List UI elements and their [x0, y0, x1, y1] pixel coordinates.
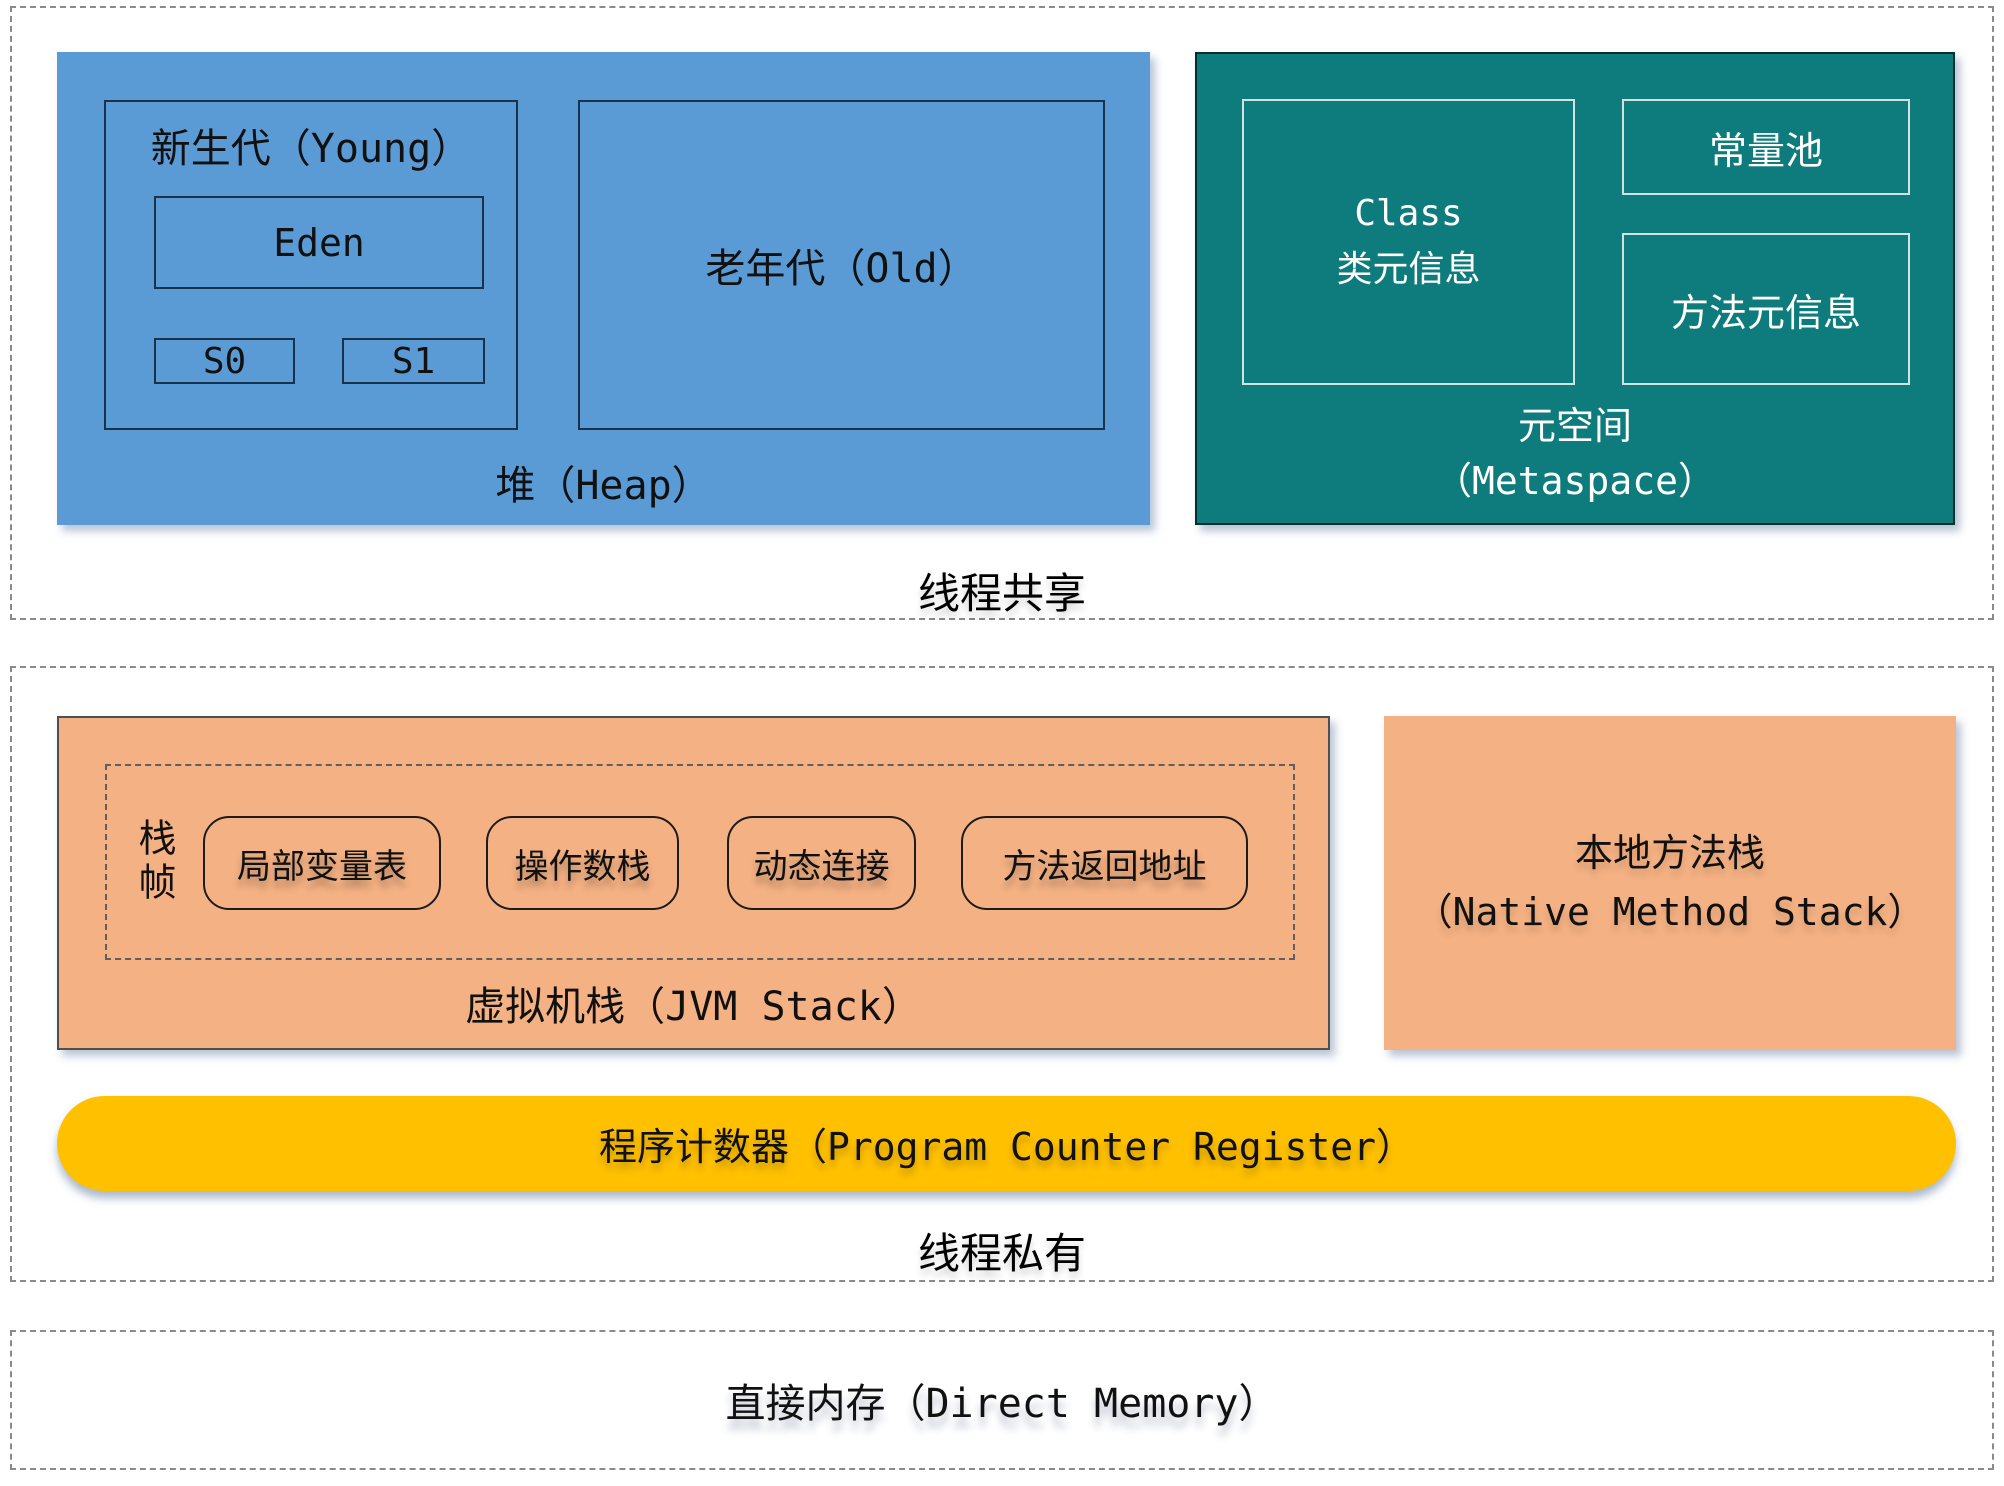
- metaspace-label-line2: （Metaspace）: [1434, 458, 1716, 503]
- native-method-stack-box: 本地方法栈 （Native Method Stack）: [1384, 716, 1956, 1050]
- jvm-stack-box: 栈帧 局部变量表 操作数栈 动态连接 方法返回地址 虚拟机栈（JVM Stack…: [57, 716, 1330, 1050]
- operand-stack-box: 操作数栈: [486, 816, 679, 910]
- heap-box: 新生代（Young） Eden S0 S1 老年代（Old） 堆（Heap）: [57, 52, 1150, 525]
- operand-stack-label: 操作数栈: [514, 846, 651, 887]
- direct-memory-region: 直接内存（Direct Memory）: [10, 1330, 1994, 1470]
- thread-private-label: 线程私有: [917, 1229, 1086, 1278]
- survivor0-box: S0: [154, 338, 295, 384]
- program-counter-label: 程序计数器（Program Counter Register）: [598, 1125, 1415, 1169]
- program-counter-box: 程序计数器（Program Counter Register）: [57, 1096, 1956, 1191]
- old-gen-box: 老年代（Old）: [578, 100, 1105, 430]
- metaspace-box: Class 类元信息 常量池 方法元信息 元空间 （Metaspace）: [1195, 52, 1955, 525]
- local-variable-table-box: 局部变量表: [203, 816, 441, 910]
- survivor1-label: S1: [391, 340, 436, 382]
- survivor1-box: S1: [342, 338, 485, 384]
- return-address-label: 方法返回地址: [1002, 846, 1207, 887]
- stack-frame-label: 栈帧: [132, 818, 176, 906]
- native-method-stack-line2: （Native Method Stack）: [1414, 890, 1926, 934]
- class-meta-info-line2: 类元信息: [1336, 249, 1481, 290]
- direct-memory-label: 直接内存（Direct Memory）: [725, 1381, 1279, 1427]
- metaspace-label: 元空间 （Metaspace）: [1197, 399, 1953, 509]
- local-variable-table-label: 局部变量表: [237, 846, 407, 887]
- eden-label: Eden: [273, 220, 365, 265]
- eden-box: Eden: [154, 196, 484, 289]
- constant-pool-box: 常量池: [1622, 99, 1910, 195]
- heap-label: 堆（Heap）: [495, 463, 712, 509]
- dynamic-linking-label: 动态连接: [753, 846, 890, 887]
- thread-shared-label: 线程共享: [917, 569, 1086, 618]
- constant-pool-label: 常量池: [1708, 128, 1823, 173]
- method-meta-info-label: 方法元信息: [1670, 290, 1861, 335]
- native-method-stack-line1: 本地方法栈: [1574, 831, 1765, 876]
- old-gen-label: 老年代（Old）: [705, 246, 978, 292]
- class-meta-info-box: Class 类元信息: [1242, 99, 1575, 385]
- young-gen-label: 新生代（Young）: [150, 126, 472, 172]
- stack-frame-box: 栈帧 局部变量表 操作数栈 动态连接 方法返回地址: [105, 764, 1295, 960]
- class-meta-info-line1: Class: [1354, 193, 1463, 235]
- thread-shared-region: [10, 6, 1994, 620]
- return-address-box: 方法返回地址: [961, 816, 1248, 910]
- survivor0-label: S0: [202, 340, 247, 382]
- dynamic-linking-box: 动态连接: [727, 816, 916, 910]
- method-meta-info-box: 方法元信息: [1622, 233, 1910, 385]
- thread-private-region: [10, 666, 1994, 1282]
- jvm-stack-label: 虚拟机栈（JVM Stack）: [465, 984, 922, 1030]
- metaspace-label-line1: 元空间: [1517, 403, 1632, 448]
- young-gen-box: 新生代（Young） Eden S0 S1: [104, 100, 518, 430]
